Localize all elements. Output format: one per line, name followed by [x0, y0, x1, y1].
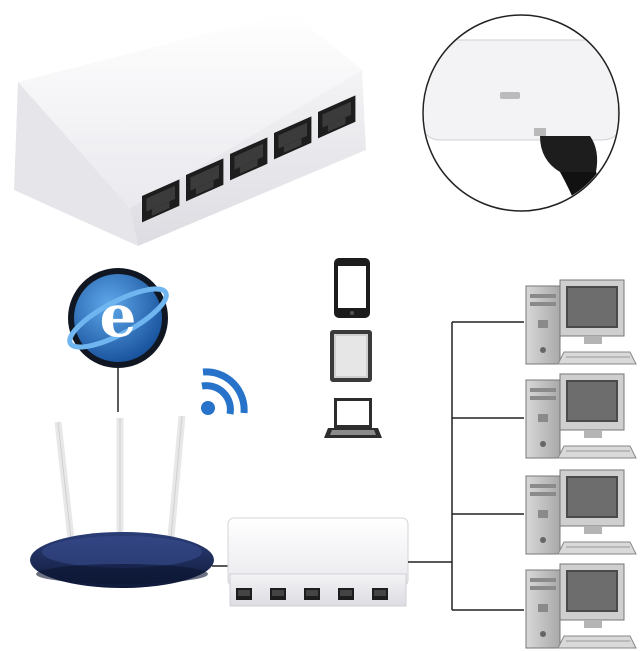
tablet-icon — [330, 330, 372, 382]
desktop-computer-icon — [525, 279, 637, 365]
desktop-computer-icon — [525, 469, 637, 555]
connection-lines — [408, 321, 524, 611]
desktop-computer-icon — [525, 373, 637, 459]
internet-explorer-icon: e — [67, 268, 169, 368]
desktop-computer-icon — [525, 563, 637, 649]
laptop-icon — [324, 398, 382, 438]
network-switch-small — [227, 517, 409, 607]
wifi-icon — [201, 368, 248, 415]
smartphone-icon — [334, 258, 370, 318]
network-switch-large — [14, 12, 366, 246]
micro-usb-port-icon — [500, 92, 520, 99]
svg-text:e: e — [100, 282, 137, 350]
micro-usb-detail — [422, 14, 620, 212]
wireless-router — [30, 415, 214, 588]
